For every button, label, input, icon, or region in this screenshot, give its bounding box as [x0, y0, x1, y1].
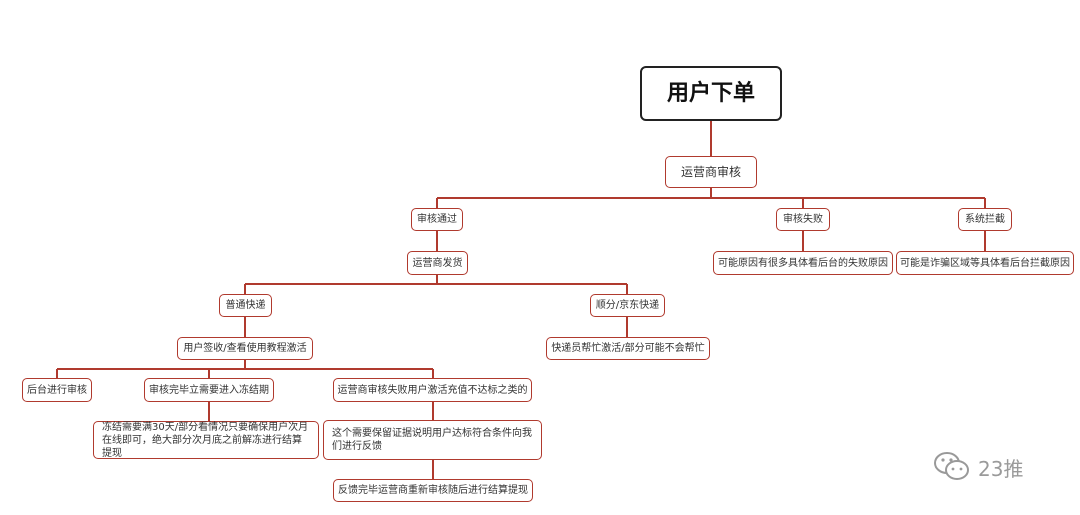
watermark-text: 23推 — [978, 456, 1024, 481]
node-courier-activation: 快递员帮忙激活/部分可能不会帮忙 — [546, 337, 710, 360]
node-feedback-done: 反馈完毕运营商重新审核随后进行结算提现 — [333, 479, 533, 502]
node-freeze-period: 审核完毕立需要进入冻结期 — [144, 378, 274, 402]
node-review-failed: 审核失败 — [776, 208, 830, 231]
node-user-sign: 用户签收/查看使用教程激活 — [177, 337, 313, 360]
node-keep-evidence: 这个需要保留证据说明用户达标符合条件向我们进行反馈 — [323, 420, 542, 460]
node-sf-jd-express: 顺分/京东快递 — [590, 294, 665, 317]
node-system-blocked: 系统拦截 — [958, 208, 1012, 231]
node-normal-express: 普通快递 — [219, 294, 272, 317]
node-activation-fail: 运营商审核失败用户激活充值不达标之类的 — [333, 378, 532, 402]
node-operator-review: 运营商审核 — [665, 156, 757, 188]
node-failed-reason: 可能原因有很多具体看后台的失败原因 — [713, 251, 893, 275]
root-node-user-order: 用户下单 — [640, 66, 782, 121]
node-backend-review: 后台进行审核 — [22, 378, 92, 402]
wechat-icon — [934, 452, 969, 480]
node-blocked-reason: 可能是诈骗区域等具体看后台拦截原因 — [896, 251, 1074, 275]
node-operator-shipping: 运营商发货 — [407, 251, 468, 275]
watermark: 23推 — [932, 450, 1052, 484]
node-freeze-detail: 冻结需要满30天/部分看情况只要确保用户次月在线即可，绝大部分次月底之前解冻进行… — [93, 421, 319, 459]
node-review-approved: 审核通过 — [411, 208, 463, 231]
